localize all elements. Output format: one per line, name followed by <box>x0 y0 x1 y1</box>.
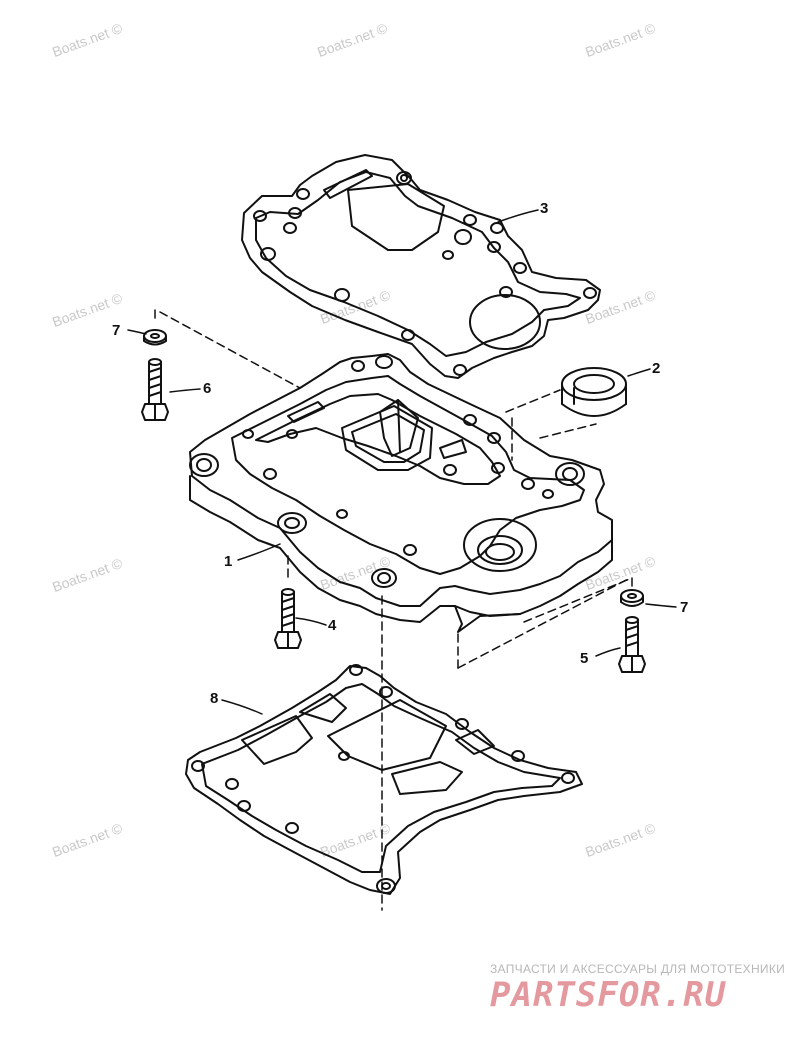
assembly-lines <box>154 309 633 911</box>
callout-1: 1 <box>224 553 233 570</box>
bottom-gasket <box>185 664 583 895</box>
seal <box>561 367 627 417</box>
bolt-left <box>141 329 169 421</box>
adapter-plate <box>189 353 613 633</box>
bolt-right <box>618 589 646 673</box>
footer-tagline: ЗАПЧАСТИ И АКСЕССУАРЫ ДЛЯ МОТОТЕХНИКИ <box>490 962 786 976</box>
callout-5: 5 <box>580 650 589 667</box>
leader-lines <box>127 209 677 715</box>
callout-6: 6 <box>203 380 212 397</box>
callout-7-right: 7 <box>680 599 689 616</box>
callout-3: 3 <box>540 200 549 217</box>
callout-2: 2 <box>652 360 661 377</box>
top-gasket <box>241 154 601 379</box>
bolt-center <box>274 588 302 649</box>
callout-8: 8 <box>210 690 219 707</box>
callout-7-left: 7 <box>112 322 121 339</box>
callout-4: 4 <box>328 617 337 634</box>
footer-logo: PARTSFOR.RU <box>490 975 727 1015</box>
